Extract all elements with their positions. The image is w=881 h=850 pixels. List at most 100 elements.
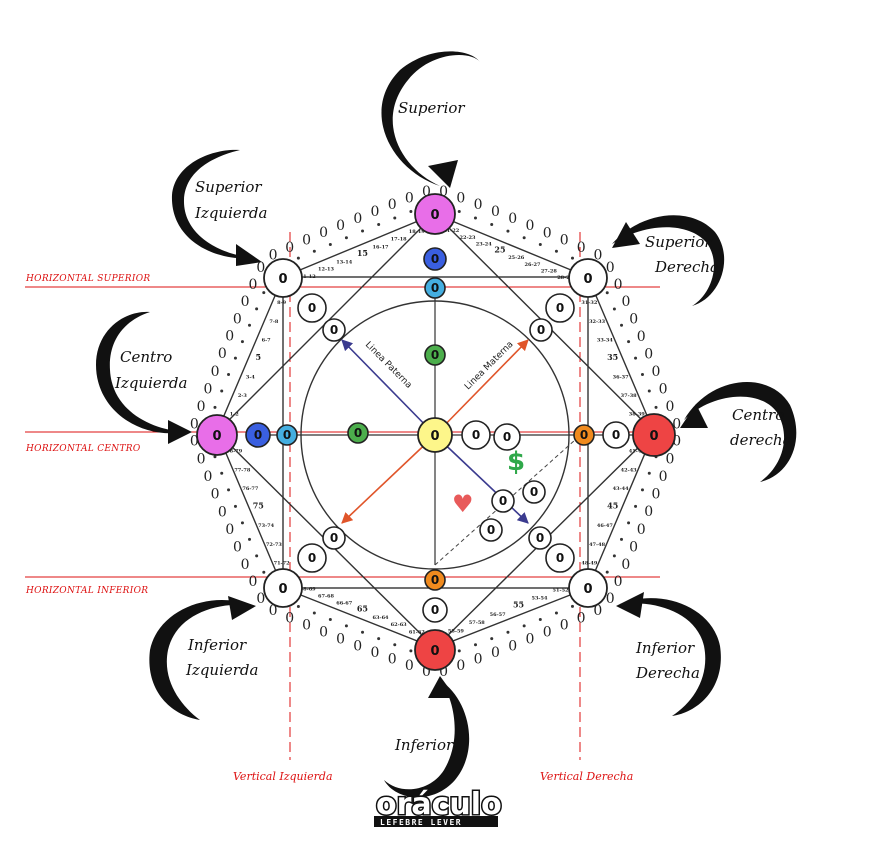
- node-br-inner-1: 0: [545, 543, 575, 573]
- age-ring-label: 68-69: [300, 587, 317, 593]
- age-ring-label: 28-29: [557, 275, 574, 281]
- callout-inferior-izquierda-arrowhead: [228, 596, 256, 620]
- age-ring-label: 47-48: [589, 542, 606, 548]
- age-ring-dot: [262, 291, 266, 295]
- age-ring-dot: [227, 488, 231, 492]
- node-bottom-inner-1-value: 0: [431, 603, 439, 617]
- age-ring-dot: [227, 373, 231, 377]
- age-ring-value: 0: [233, 539, 242, 555]
- age-ring-label: 57-58: [469, 620, 486, 626]
- node-center: 0: [417, 417, 453, 453]
- horizontal-centro-label: HORIZONTAL CENTRO: [25, 444, 141, 454]
- node-top-right-corner: 0: [568, 258, 608, 298]
- age-ring-value: 0: [439, 664, 448, 680]
- node-top-lightblue: 0: [424, 277, 446, 299]
- callout-superior-label: Superior: [398, 99, 465, 117]
- age-ring-value: 0: [190, 416, 199, 432]
- node-bottom-left-corner: 0: [263, 568, 303, 608]
- age-ring-dot: [627, 521, 631, 525]
- age-ring-value: 0: [190, 434, 199, 450]
- age-ring-value: 0: [526, 218, 535, 234]
- node-top-circle: [414, 193, 456, 235]
- callout-superior-izquierda-arrowhead: [236, 244, 262, 266]
- node-money-1-circle: [522, 480, 546, 504]
- age-ring-value: 0: [218, 504, 227, 520]
- node-top-blue: 0: [423, 247, 447, 271]
- age-ring-value: 0: [651, 364, 660, 380]
- age-ring-dot: [640, 488, 644, 492]
- age-ring-value: 0: [665, 399, 674, 415]
- callout-superior-arrowhead: [428, 160, 458, 188]
- age-ring-label: 62-63: [391, 622, 408, 628]
- age-ring-label: 46-47: [597, 523, 614, 529]
- age-ring-value: 0: [388, 197, 397, 213]
- node-bl-inner-2: 0: [322, 526, 346, 550]
- age-ring-dot: [473, 216, 477, 220]
- node-bottom-right-corner: 0: [568, 568, 608, 608]
- node-left-blue: 0: [245, 422, 271, 448]
- age-ring-label: 43-44: [613, 486, 630, 492]
- age-ring-dot: [634, 356, 638, 360]
- node-bottom-value: 0: [430, 644, 439, 659]
- age-ring-dot: [312, 249, 316, 253]
- linea-paterna-arrow-upper: [341, 339, 436, 436]
- age-ring-label: 21-22: [443, 228, 460, 234]
- node-heart-2-value: 0: [487, 523, 495, 537]
- age-ring-value: 0: [422, 184, 431, 200]
- node-tl-inner-2-value: 0: [330, 323, 338, 337]
- age-ring-dot: [457, 649, 461, 653]
- age-ring-dot: [640, 373, 644, 377]
- node-tr-inner-1-circle: [545, 293, 575, 323]
- age-ring-value: 0: [644, 346, 653, 362]
- age-ring-dot: [213, 455, 217, 459]
- age-ring-label: 45: [607, 501, 618, 511]
- heart-icon: ♥: [452, 490, 474, 518]
- age-ring-dot: [233, 356, 237, 360]
- node-tr-inner-2: 0: [529, 318, 553, 342]
- age-ring-dot: [554, 611, 558, 615]
- age-ring-value: 0: [629, 311, 638, 327]
- age-ring-dot: [619, 537, 623, 541]
- vertical-derecha-label: Vertical Derecha: [540, 770, 633, 783]
- linea-paterna-arrow-lower: [434, 434, 529, 524]
- node-tr-inner-2-value: 0: [537, 323, 545, 337]
- age-ring-label: 6-7: [262, 337, 272, 343]
- age-ring-value: 0: [285, 610, 294, 626]
- age-ring-label: 26-27: [524, 262, 541, 268]
- node-right-orange: 0: [573, 424, 595, 446]
- node-bl-inner-2-circle: [322, 526, 346, 550]
- node-center-right-1: 0: [461, 420, 491, 450]
- node-right: 0: [632, 413, 676, 457]
- age-ring-value: 0: [269, 248, 278, 264]
- age-ring-label: 72-73: [266, 542, 283, 548]
- age-ring-label: 67-68: [318, 594, 335, 600]
- age-ring-value: 0: [543, 625, 552, 641]
- horizontal-superior-label: HORIZONTAL SUPERIOR: [25, 274, 150, 284]
- age-ring-dot: [490, 637, 494, 641]
- age-ring-label: 18-19: [409, 229, 426, 235]
- age-ring-value: 0: [225, 522, 234, 538]
- node-left-value: 0: [212, 429, 221, 444]
- callout-centro-izquierda-arrowhead: [168, 420, 192, 444]
- age-ring-label: 27-28: [541, 268, 558, 274]
- age-ring-label: 13-14: [336, 259, 353, 265]
- callout-inferior-swoosh: [384, 680, 470, 798]
- age-ring-label: 38-39: [629, 411, 646, 417]
- callout-centro-derecha-arrowhead: [680, 404, 708, 428]
- linea-paterna-label: Linea Paterna: [363, 340, 414, 391]
- age-ring-dot: [312, 611, 316, 615]
- node-left-circle: [196, 414, 238, 456]
- age-ring-value: 0: [577, 240, 586, 256]
- age-ring-label: 51-52: [553, 588, 570, 594]
- age-ring-value: 0: [659, 381, 668, 397]
- node-center-right-2: 0: [493, 423, 521, 451]
- age-ring-dot: [255, 554, 259, 558]
- age-ring-value: 0: [225, 329, 234, 345]
- logo-subtitle: LEFEBRE LEVER: [380, 818, 462, 827]
- node-money-1: 0: [522, 480, 546, 504]
- age-ring-dot: [605, 291, 609, 295]
- age-ring-value: 0: [256, 260, 265, 276]
- callout-inferior-arrowhead: [428, 676, 456, 698]
- node-left-green-circle: [347, 422, 369, 444]
